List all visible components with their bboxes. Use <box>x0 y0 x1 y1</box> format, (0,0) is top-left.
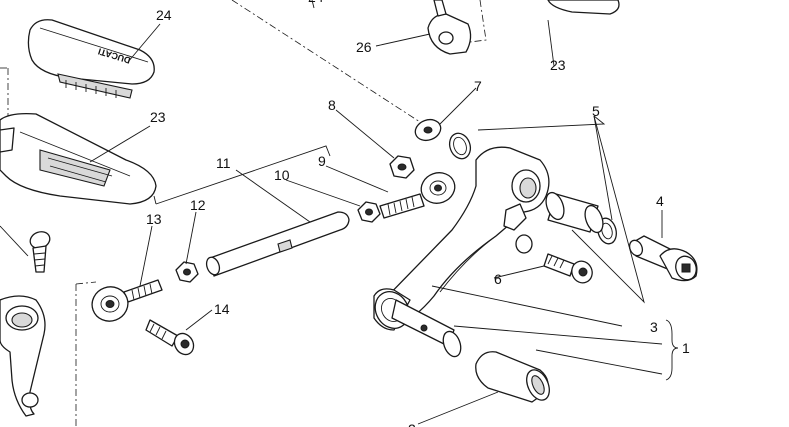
bushing-part-3 <box>545 191 604 234</box>
gear-lever-part-1 <box>373 146 550 358</box>
leader-lines <box>0 0 679 425</box>
callout-24: 24 <box>156 7 172 23</box>
footpeg-housing-part-23-top <box>547 0 620 15</box>
selector-arm-left <box>0 295 46 417</box>
bolt-left <box>29 231 51 273</box>
bracket-line-11 <box>153 145 331 205</box>
callout-4: 4 <box>656 193 664 209</box>
callout-23-top: 23 <box>550 57 566 73</box>
callout-7: 7 <box>474 78 482 94</box>
bolt-part-14 <box>145 319 195 356</box>
callout-3: 3 <box>650 319 658 335</box>
callout-26: 26 <box>356 39 372 55</box>
callout-13: 13 <box>146 211 162 227</box>
callout-11: 11 <box>216 155 231 171</box>
pivot-bolt-part-4 <box>628 235 698 282</box>
callout-2-partial: 2 <box>408 421 416 427</box>
nut-part-8 <box>389 155 415 179</box>
rod-end-part-9 <box>379 172 456 219</box>
assembly-axis-lines <box>0 0 487 427</box>
callout-8: 8 <box>328 97 336 113</box>
footpeg-housing-part-23-left <box>0 112 157 205</box>
footpeg-rubber-part-24: DUCATI <box>27 19 155 99</box>
callout-12: 12 <box>190 197 206 213</box>
callout-6: 6 <box>494 271 502 287</box>
callout-14: 14 <box>214 301 230 317</box>
rod-end-part-13 <box>91 279 163 322</box>
tie-rod-part-11 <box>205 211 350 277</box>
callout-10: 10 <box>274 167 290 183</box>
washer-part-7 <box>414 118 442 142</box>
o-ring-part-5-a <box>448 132 472 160</box>
callout-1: 1 <box>682 340 690 356</box>
clip-part-26 <box>427 0 472 55</box>
callout-9: 9 <box>318 153 326 169</box>
bolt-part-6 <box>543 253 593 284</box>
callout-23-left: 23 <box>150 109 166 125</box>
callout-5: 5 <box>592 103 600 119</box>
callout-24-partial: 24 <box>308 0 324 5</box>
callout-labels: 24 23 23 26 24 7 5 8 9 10 11 4 12 13 6 1… <box>146 0 690 427</box>
nut-part-12 <box>175 261 199 283</box>
nut-part-10 <box>357 201 381 223</box>
footpeg-part-2 <box>475 351 550 403</box>
